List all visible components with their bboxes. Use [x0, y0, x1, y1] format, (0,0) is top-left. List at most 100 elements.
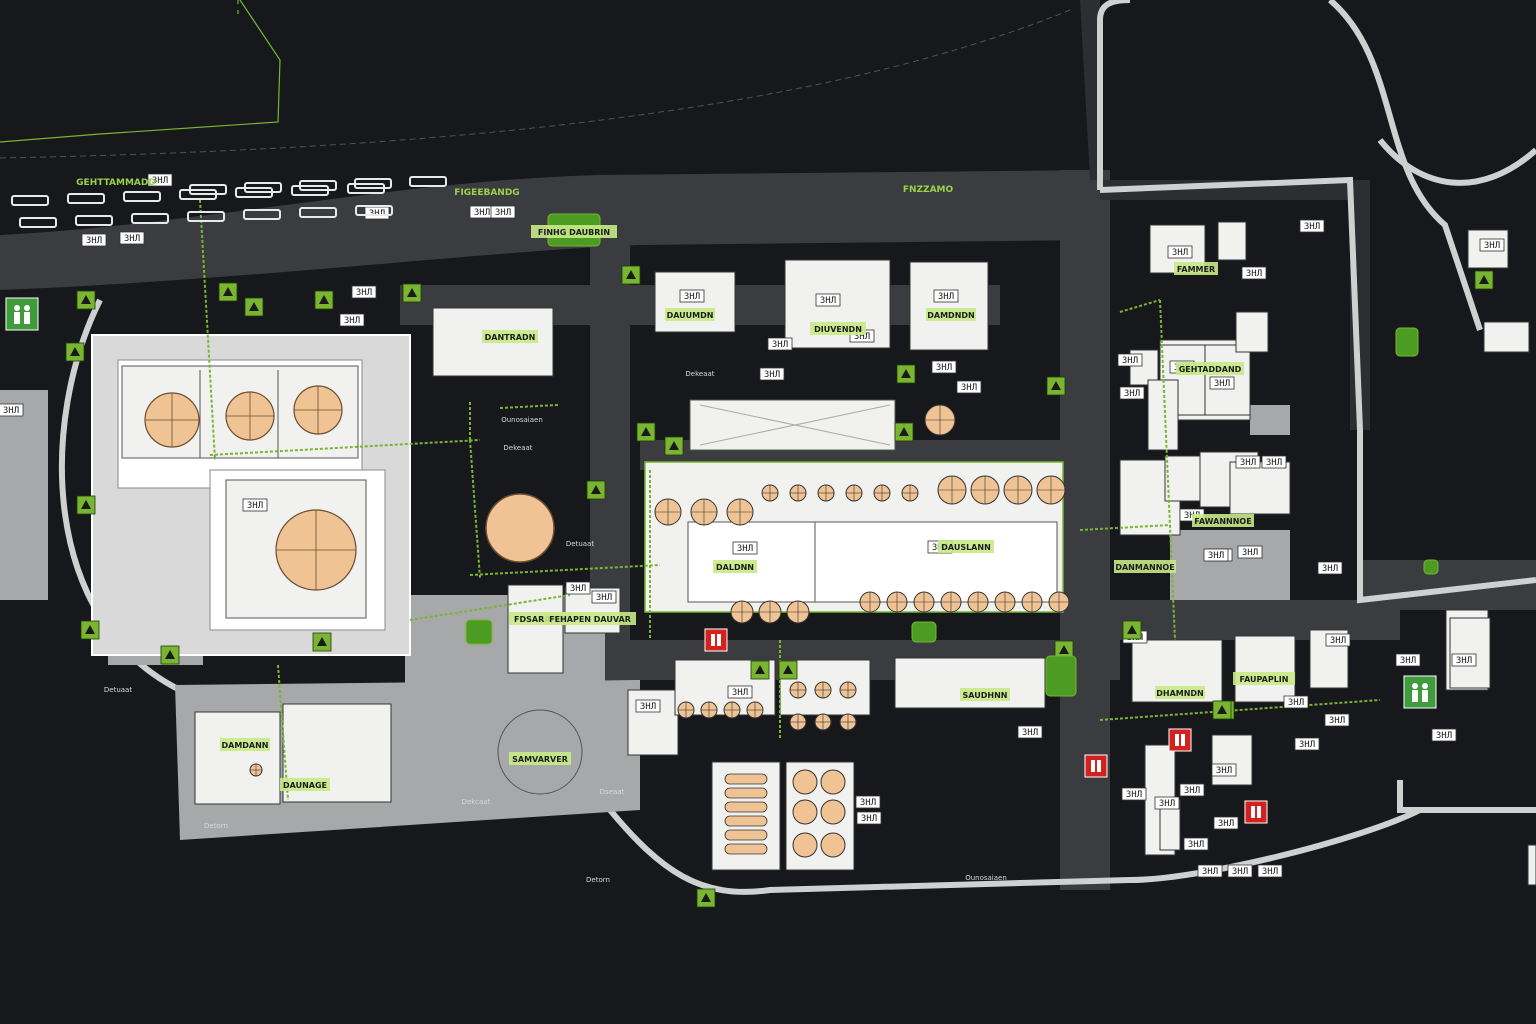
- parking-space: [354, 178, 392, 189]
- process-vessel: [792, 832, 818, 858]
- building-code-tag: ЗНЛ: [1317, 561, 1343, 575]
- small-area-label: Dekeaat: [685, 370, 714, 378]
- zone-label: DAUNAGE: [280, 778, 330, 791]
- tree-icon: [1474, 270, 1494, 290]
- process-vessel: [845, 484, 863, 502]
- tree-icon: [402, 283, 422, 303]
- zone-label-text: FDSARAPIN: [514, 615, 566, 624]
- building-code: ЗНЛ: [938, 292, 954, 302]
- parking-space: [67, 193, 105, 204]
- zone-label-text: FAWANNNOE: [1194, 517, 1251, 526]
- building-code-tag: ЗНЛ: [1241, 266, 1267, 280]
- tree-icon: [65, 342, 85, 362]
- building-code-tag: ЗНЛ: [1209, 376, 1235, 390]
- green-marker: [465, 619, 493, 645]
- parking-space: [409, 176, 447, 187]
- building-code-tag: ЗНЛ: [1117, 353, 1143, 367]
- pipe-rack: [277, 664, 289, 801]
- process-vessel: [1021, 591, 1043, 613]
- tree-icon: [696, 888, 716, 908]
- building-code-tag: ЗНЛ: [119, 231, 145, 245]
- small-area-label: Dekeaat: [503, 444, 532, 452]
- pipe-rack: [199, 199, 216, 461]
- zone-label-text: DANTRADN: [485, 333, 536, 342]
- building: [1483, 321, 1530, 353]
- building-code-tag: ЗНЛ: [679, 289, 705, 303]
- building-code-tag: ЗНЛ: [767, 337, 793, 351]
- perimeter-fence: [0, 0, 281, 143]
- process-vessel: [789, 681, 807, 699]
- building-code-tag: ЗНЛ: [727, 685, 753, 699]
- zone-label-text: SAMVARVER: [512, 755, 568, 764]
- building-code-tag: ЗНЛ: [1183, 837, 1209, 851]
- fire-hydrant-icon: [1084, 754, 1108, 778]
- process-vessel: [249, 763, 263, 777]
- tree-icon: [778, 660, 798, 680]
- building-code-tag: ЗНЛ: [1167, 245, 1193, 259]
- building-code-tag: ЗНЛ: [339, 313, 365, 327]
- zone-label: DIUVENDN: [810, 322, 866, 335]
- building-code: ЗНЛ: [1188, 840, 1204, 850]
- parking-lot: [11, 176, 447, 228]
- small-area-label: Ounosaiaen: [501, 416, 543, 424]
- building-code: ЗНЛ: [1022, 728, 1038, 738]
- building-code: ЗНЛ: [640, 702, 656, 712]
- building-code: ЗНЛ: [124, 234, 140, 244]
- building-code: ЗНЛ: [152, 176, 168, 186]
- process-vessel: [859, 591, 881, 613]
- building-code-tag: ЗНЛ: [1213, 816, 1239, 830]
- green-marker: [1423, 559, 1439, 575]
- building-code-tag: ЗНЛ: [1017, 725, 1043, 739]
- process-vessel: [700, 701, 718, 719]
- building-code: ЗНЛ: [1266, 458, 1282, 468]
- building: [1229, 461, 1291, 515]
- building-code: ЗНЛ: [961, 383, 977, 393]
- zone-label: FINHG DAUBRIN: [531, 225, 617, 238]
- process-vessel: [1048, 591, 1070, 613]
- building-code: ЗНЛ: [1232, 867, 1248, 877]
- fire-hydrant-icon: [1244, 800, 1268, 824]
- pipe-rack: [409, 594, 571, 621]
- building-code: ЗНЛ: [1322, 564, 1338, 574]
- building-code: ЗНЛ: [1218, 819, 1234, 829]
- tree-icon: [664, 436, 684, 456]
- building-code: ЗНЛ: [1184, 786, 1200, 796]
- zone-label: GEHTADDAND: [1176, 362, 1244, 375]
- building-code-tag: ЗНЛ: [1325, 633, 1351, 647]
- building-code-tag: ЗНЛ: [490, 205, 516, 219]
- building-code-tag: ЗНЛ: [81, 233, 107, 247]
- pipe-rack: [469, 439, 481, 579]
- building-code: ЗНЛ: [495, 208, 511, 218]
- building-code: ЗНЛ: [854, 332, 870, 342]
- small-area-label: Detuaat: [566, 540, 594, 548]
- horizontal-vessel: [724, 843, 768, 855]
- building-code: ЗНЛ: [860, 798, 876, 808]
- tree-icon: [636, 422, 656, 442]
- building-code: ЗНЛ: [1436, 731, 1452, 741]
- process-vessel: [792, 769, 818, 795]
- zone-label: DAUUMDN: [665, 308, 715, 321]
- zone-label: FAWANNNOE: [1192, 514, 1254, 527]
- horizontal-vessel: [724, 815, 768, 827]
- building-code-tag: ЗНЛ: [635, 699, 661, 713]
- building-code: ЗНЛ: [764, 370, 780, 380]
- pipe-rack: [1159, 299, 1176, 641]
- tree-icon: [896, 364, 916, 384]
- building-code: ЗНЛ: [1122, 356, 1138, 366]
- building-code-tag: ЗНЛ: [1479, 238, 1505, 252]
- process-vessel: [820, 799, 846, 825]
- building-code: ЗНЛ: [1330, 636, 1346, 646]
- building: [1217, 221, 1247, 261]
- process-vessel: [730, 600, 754, 624]
- building-code: ЗНЛ: [570, 584, 586, 594]
- process-vessel: [1003, 475, 1033, 505]
- process-vessel: [901, 484, 919, 502]
- building-code-tag: ЗНЛ: [1203, 548, 1229, 562]
- building-code: ЗНЛ: [1242, 548, 1258, 558]
- pipe-racks: [199, 199, 1381, 801]
- tree-icon: [312, 632, 332, 652]
- tree-icon: [1122, 620, 1142, 640]
- zone-label-text: FINHG DAUBRIN: [538, 228, 610, 237]
- building-code-tag: ЗНЛ: [1294, 737, 1320, 751]
- tree-icon: [80, 620, 100, 640]
